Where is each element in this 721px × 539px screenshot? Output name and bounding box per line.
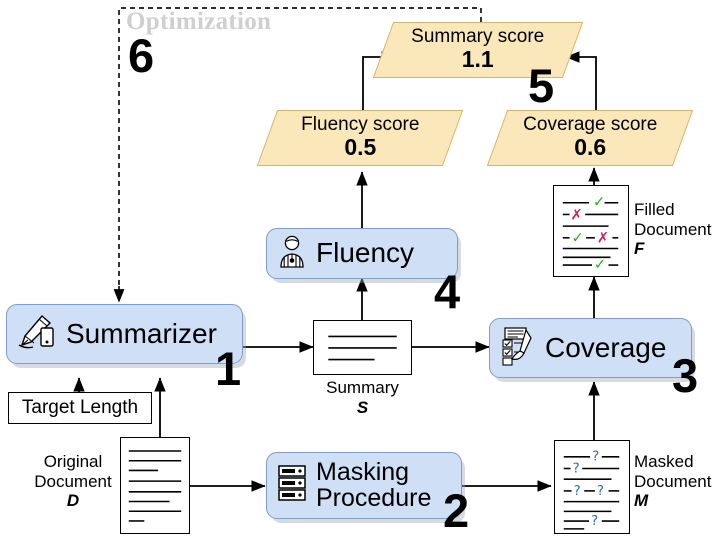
filled-document-caption: Filled Document F <box>634 200 720 259</box>
coverage-process-label: Coverage <box>545 331 667 363</box>
coverage-score-shape: Coverage score 0.6 <box>486 110 694 166</box>
masked-document-caption: Masked Document M <box>634 452 721 511</box>
filled-document-name: Filled Document <box>634 200 712 239</box>
arrow-coveragescore-to-summaryscore <box>565 51 597 110</box>
fluency-process-box[interactable]: Fluency <box>266 228 458 279</box>
summary-document-symbol: S <box>356 397 369 417</box>
original-document-caption: Original Document D <box>30 452 116 511</box>
fluency-process-label: Fluency <box>316 237 415 269</box>
step-number-4: 4 <box>434 265 461 318</box>
original-document-icon <box>120 437 190 534</box>
referee-whistle-icon <box>277 234 307 273</box>
filled-document-symbol: F <box>634 239 645 259</box>
hand-writing-pencil-icon <box>17 314 57 355</box>
coverage-process-box[interactable]: Coverage <box>489 318 692 378</box>
step-number-6: 6 <box>128 29 155 82</box>
optimization-region-label: Optimization <box>126 8 272 35</box>
summary-document-name: Summary <box>326 378 399 397</box>
masked-document-icon: ? ? ? ? ? <box>554 440 630 534</box>
masking-process-box[interactable]: Masking Procedure <box>266 452 462 519</box>
summary-score-label: Summary score <box>411 26 545 48</box>
step-number-1: 1 <box>215 342 242 395</box>
step-number-5: 5 <box>528 59 555 112</box>
summarizer-process-box[interactable]: Summarizer <box>6 304 243 364</box>
summarizer-process-label: Summarizer <box>66 317 217 349</box>
svg-text:✗: ✗ <box>571 206 583 223</box>
fluency-score-value: 0.5 <box>344 134 376 161</box>
original-document-name: Original Document <box>34 452 112 491</box>
summary-document-caption: Summary S <box>313 378 412 417</box>
coverage-score-label: Coverage score <box>522 114 658 136</box>
svg-text:✗: ✗ <box>597 230 609 247</box>
fluency-score-shape: Fluency score 0.5 <box>256 110 464 166</box>
masked-document-symbol: M <box>634 491 649 511</box>
checklist-pen-icon <box>500 326 536 371</box>
svg-text:?: ? <box>574 483 581 499</box>
svg-text:✓: ✓ <box>593 194 605 211</box>
svg-text:?: ? <box>592 449 599 465</box>
svg-text:✓: ✓ <box>594 256 606 273</box>
original-document-symbol: D <box>66 491 80 511</box>
svg-text:✓: ✓ <box>572 230 584 247</box>
filled-document-icon: ✓ ✗ ✓ ✗ ✓ <box>553 185 629 277</box>
step-number-3: 3 <box>672 349 699 402</box>
masking-process-label: Masking Procedure <box>316 458 432 512</box>
masked-document-name: Masked Document <box>634 452 712 491</box>
svg-text:?: ? <box>591 513 598 529</box>
target-length-box: Target Length <box>8 392 152 424</box>
step-number-2: 2 <box>443 484 470 537</box>
target-length-label: Target Length <box>21 397 139 418</box>
svg-text:?: ? <box>597 483 604 499</box>
fluency-score-label: Fluency score <box>300 114 420 136</box>
svg-text:?: ? <box>573 460 580 476</box>
coverage-score-value: 0.6 <box>574 134 606 161</box>
server-rack-icon <box>277 465 307 506</box>
summary-document-icon <box>313 320 412 375</box>
summary-score-value: 1.1 <box>462 46 494 73</box>
